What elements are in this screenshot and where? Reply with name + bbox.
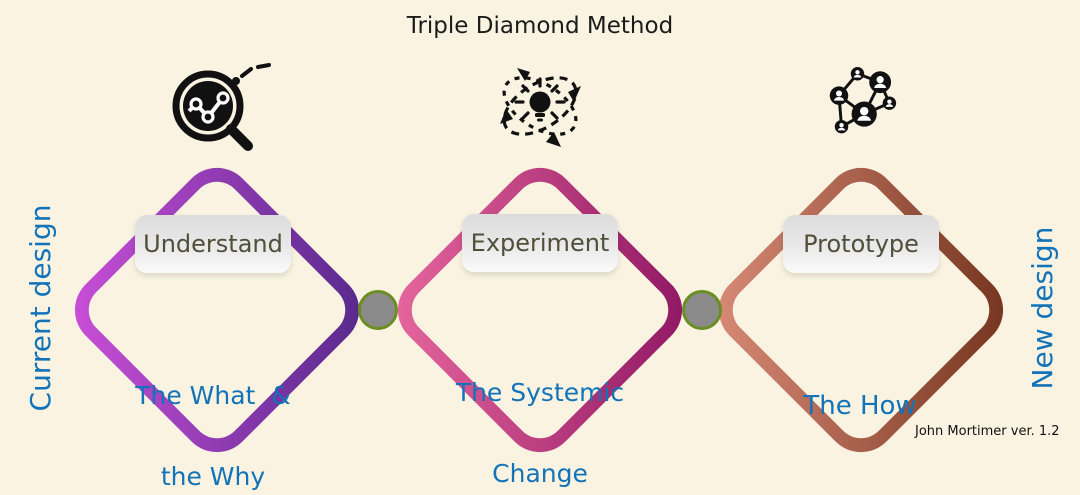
current-design-label: Current design [24,204,57,412]
stage-description-line: The Systemic [455,378,625,407]
stage-label-experiment: Experiment [462,214,618,272]
stage-label-experiment-text: Experiment [470,229,610,257]
magnifier-chart-icon [172,63,271,151]
stage-description-line: Change [492,459,588,488]
idea-orbit-icon [500,68,581,147]
stage-description-line: The How [803,391,917,421]
connector-node-1 [358,290,398,330]
people-network-icon [829,67,897,134]
stage-label-understand-text: Understand [143,230,283,258]
connector-node-2 [682,290,722,330]
stage-description-line: The What & [135,381,291,410]
stage-label-prototype: Prototype [783,215,939,273]
diagram-title: Triple Diamond Method [406,13,674,39]
stage-label-understand: Understand [135,215,291,273]
author-version-label: John Mortimer ver. 1.2 [915,424,1060,439]
stage-label-prototype-text: Prototype [803,230,919,258]
stage-description-understand: The What & the Why [103,328,323,495]
new-design-label: New design [1026,226,1059,390]
stage-description-line: the Why [160,462,266,491]
stage-description-experiment: The Systemic Change [430,325,650,495]
stage-description-prototype: The How [760,339,960,474]
